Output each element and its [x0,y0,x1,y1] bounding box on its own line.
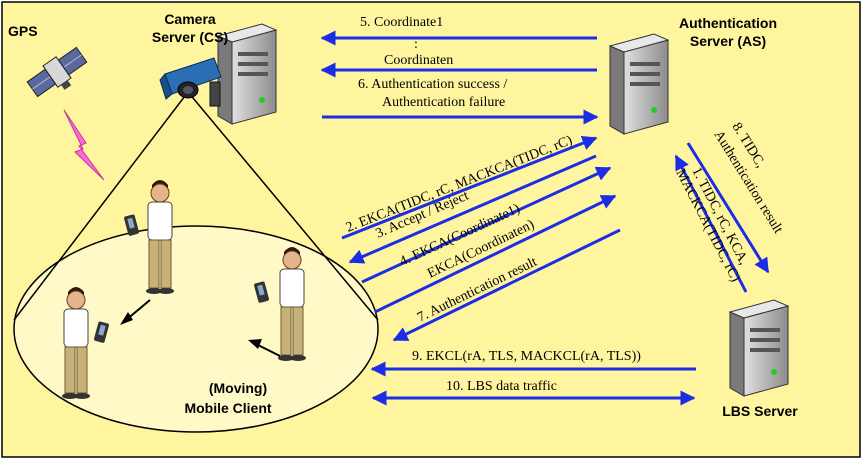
gps-label: GPS [8,23,38,39]
arrow-m8 [686,142,770,274]
message-arrows [320,30,770,406]
arrow-m2 [341,135,598,240]
auth-server-label-line1: Authentication [679,15,777,31]
person-icon-1 [124,180,174,294]
message-6-line2: Authentication failure [382,95,505,110]
lightning-icon [63,109,105,181]
movement-arrow-2 [255,343,281,357]
message-10: 10. LBS data traffic [446,379,557,394]
movement-arrows [120,299,281,357]
auth-server-label-line2: Server (AS) [690,33,766,49]
message-dots: : [414,37,418,52]
camera-icon [159,57,222,107]
arrow-m4n [374,194,617,314]
arrow-m1 [674,154,748,293]
message-6-line1: 6. Authentication success / [358,77,507,92]
lbs-server-label: LBS Server [722,403,798,419]
gps-satellite-icon [26,46,88,98]
camera-server-label-line1: Camera [164,11,216,27]
person-icon-2 [62,287,109,399]
message-9: 9. EKCL(rA, TLS, MACKCL(rA, TLS)) [412,349,641,364]
camera-server-icon [216,23,278,125]
mobile-client-label-line2: Mobile Client [184,400,271,416]
person-icon-3 [254,247,306,361]
authentication-server-icon [608,33,670,135]
message-5: 5. Coordinate1 [360,15,443,30]
camera-server-label-line2: Server (CS) [152,29,228,45]
arrow-m7 [392,228,621,342]
mobile-client-label-line1: (Moving) [209,380,267,396]
arrow-m4 [361,166,612,284]
arrow-m3 [348,154,597,264]
lbs-server-icon [728,299,790,397]
message-n: Coordinaten [384,53,453,68]
